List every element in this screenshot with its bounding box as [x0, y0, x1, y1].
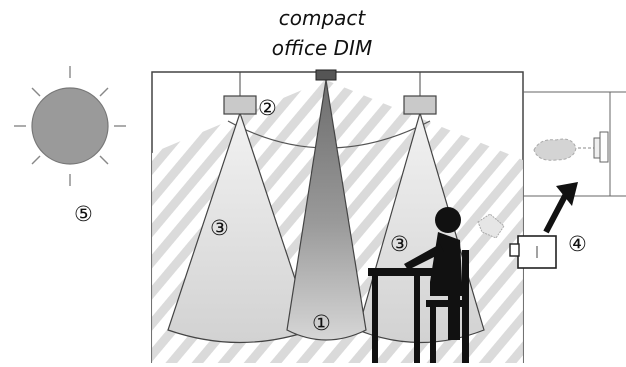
callout-3-right: ③ — [390, 232, 409, 256]
sun-icon — [14, 66, 126, 186]
remote-control-panel — [523, 91, 626, 197]
luminaire-right — [403, 95, 437, 115]
callout-5: ⑤ — [74, 202, 93, 226]
handheld-remote-icon — [477, 182, 578, 269]
device-title-line1: compact — [278, 6, 366, 30]
device-title-line2: office DIM — [271, 36, 373, 60]
callout-2: ② — [258, 96, 277, 120]
ceiling-sensor — [315, 69, 337, 81]
callout-3-left: ③ — [210, 216, 229, 240]
callout-4: ④ — [568, 232, 587, 256]
luminaire-left — [223, 95, 257, 115]
person-at-desk-icon — [368, 207, 469, 363]
callout-1: ① — [312, 311, 331, 335]
sun-disc — [31, 87, 109, 165]
sensor-beam — [286, 79, 367, 341]
